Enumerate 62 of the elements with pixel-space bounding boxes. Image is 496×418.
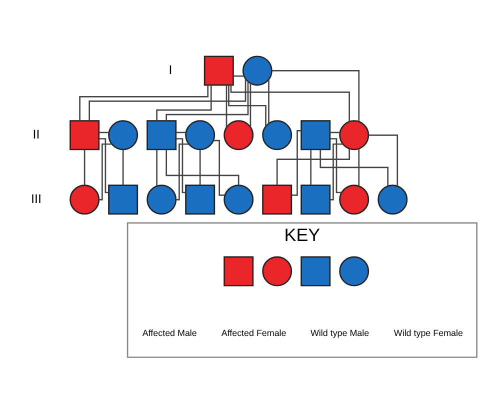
connector	[358, 148, 360, 186]
connector	[368, 134, 398, 186]
connector	[230, 84, 350, 122]
connector	[156, 149, 158, 186]
node-box	[70, 120, 100, 150]
node-box	[204, 55, 234, 86]
connector	[79, 84, 209, 120]
connector	[199, 149, 201, 185]
connector	[310, 149, 312, 185]
connector	[226, 84, 228, 127]
connector	[320, 149, 389, 186]
connector	[98, 131, 109, 133]
node-circle	[108, 120, 138, 150]
connector	[272, 70, 360, 121]
legend-label: Wild type Female	[394, 328, 463, 338]
node-box	[146, 120, 177, 150]
label: II	[32, 126, 40, 141]
legend-label: Affected Male	[142, 328, 197, 338]
node-box	[300, 120, 331, 150]
label: I	[168, 62, 172, 77]
node-box	[262, 184, 292, 214]
node-box	[224, 256, 254, 286]
node-circle	[339, 184, 370, 214]
connector	[214, 139, 225, 196]
connector	[292, 130, 302, 196]
node-circle	[224, 184, 254, 214]
connector	[176, 131, 186, 133]
node-circle	[339, 120, 370, 150]
node-circle	[70, 184, 100, 214]
connector	[84, 149, 86, 185]
connector	[233, 74, 244, 76]
label: III	[31, 191, 42, 206]
node-circle	[146, 184, 177, 214]
connector	[176, 142, 189, 200]
connector	[228, 84, 266, 126]
node-box	[300, 184, 331, 214]
connector	[330, 138, 342, 193]
connector	[166, 149, 240, 185]
node-circle	[185, 120, 216, 150]
connector	[250, 82, 252, 126]
connector	[276, 148, 350, 185]
connector	[166, 81, 249, 120]
node-box	[185, 184, 216, 214]
connector	[330, 131, 340, 133]
legend-label: Affected Female	[221, 328, 286, 338]
node-circle	[262, 256, 292, 286]
node-circle	[262, 120, 292, 150]
node-circle	[242, 55, 272, 86]
node-circle	[224, 120, 254, 150]
connector	[176, 138, 186, 193]
connector	[268, 79, 270, 123]
connector	[156, 84, 212, 120]
connector	[88, 78, 246, 120]
node-circle	[339, 256, 370, 286]
node-box	[108, 184, 138, 214]
node-circle	[378, 184, 408, 214]
legend-label: Wild type Male	[310, 328, 370, 338]
connector	[99, 142, 112, 200]
connector	[122, 149, 124, 185]
connector	[99, 138, 109, 193]
connector	[330, 142, 343, 200]
node-box	[300, 256, 331, 286]
